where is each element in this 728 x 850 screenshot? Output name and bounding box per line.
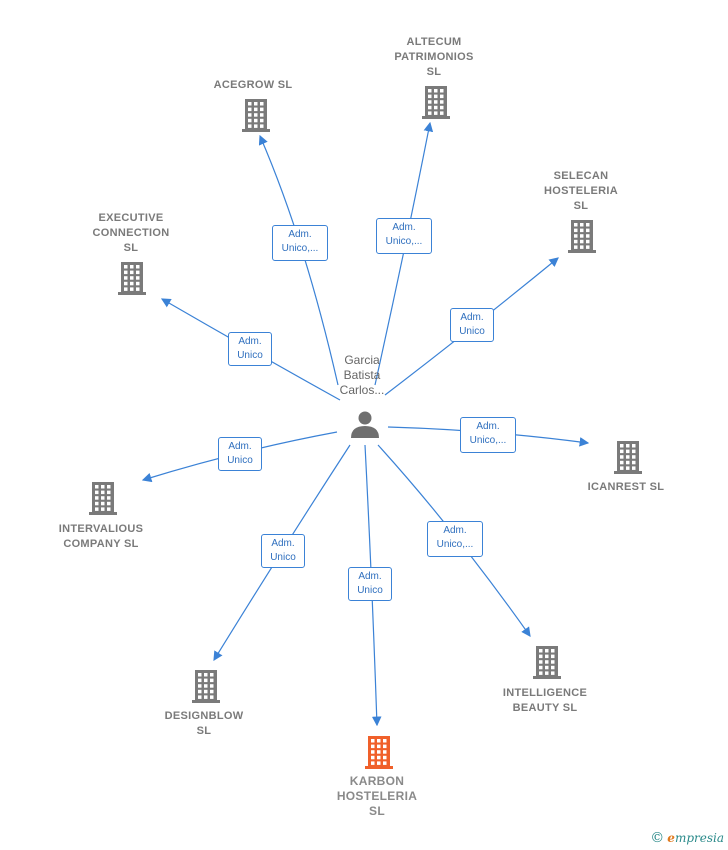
building-icon-intelligence[interactable] [533, 646, 561, 679]
building-icon-intervalious[interactable] [89, 482, 117, 515]
building-icon-executive[interactable] [118, 262, 146, 295]
company-label-acegrow[interactable]: ACEGROW SL [213, 79, 293, 91]
role-box-intelligence[interactable]: Adm. Unico,... [427, 521, 483, 557]
role-box-designblow[interactable]: Adm. Unico [261, 534, 305, 568]
building-icon-icanrest[interactable] [614, 441, 642, 474]
company-label-executive[interactable]: EXECUTIVE CONNECTION SL [92, 212, 170, 254]
company-label-icanrest[interactable]: ICANREST SL [587, 481, 665, 493]
person-name[interactable]: Garcia Batista Carlos... [339, 353, 385, 397]
building-icon-selecan[interactable] [568, 220, 596, 253]
company-label-altecum[interactable]: ALTECUM PATRIMONIOS SL [394, 36, 474, 78]
company-label-intervalious[interactable]: INTERVALIOUS COMPANY SL [58, 523, 144, 550]
building-icon-altecum[interactable] [422, 86, 450, 119]
building-icon-acegrow[interactable] [242, 99, 270, 132]
company-label-intelligence[interactable]: INTELLIGENCE BEAUTY SL [502, 687, 588, 714]
role-box-acegrow[interactable]: Adm. Unico,... [272, 225, 328, 261]
building-icon-designblow[interactable] [192, 670, 220, 703]
company-label-selecan[interactable]: SELECAN HOSTELERIA SL [544, 170, 618, 212]
role-box-icanrest[interactable]: Adm. Unico,... [460, 417, 516, 453]
building-icon-karbon[interactable] [365, 736, 393, 769]
role-box-altecum[interactable]: Adm. Unico,... [376, 218, 432, 254]
role-box-intervalious[interactable]: Adm. Unico [218, 437, 262, 471]
role-box-executive[interactable]: Adm. Unico [228, 332, 272, 366]
brand-name: mpresia [674, 831, 724, 845]
company-label-designblow[interactable]: DESIGNBLOW SL [164, 710, 244, 737]
role-box-karbon[interactable]: Adm. Unico [348, 567, 392, 601]
brand-initial: e [667, 831, 675, 845]
person-icon[interactable] [351, 411, 379, 439]
company-label-karbon[interactable]: KARBON HOSTELERIA SL [336, 774, 418, 818]
edge-altecum [374, 121, 434, 386]
role-box-selecan[interactable]: Adm. Unico [450, 308, 494, 342]
brand-logo: ©empresia [650, 830, 724, 846]
copyright-icon: © [650, 830, 665, 846]
